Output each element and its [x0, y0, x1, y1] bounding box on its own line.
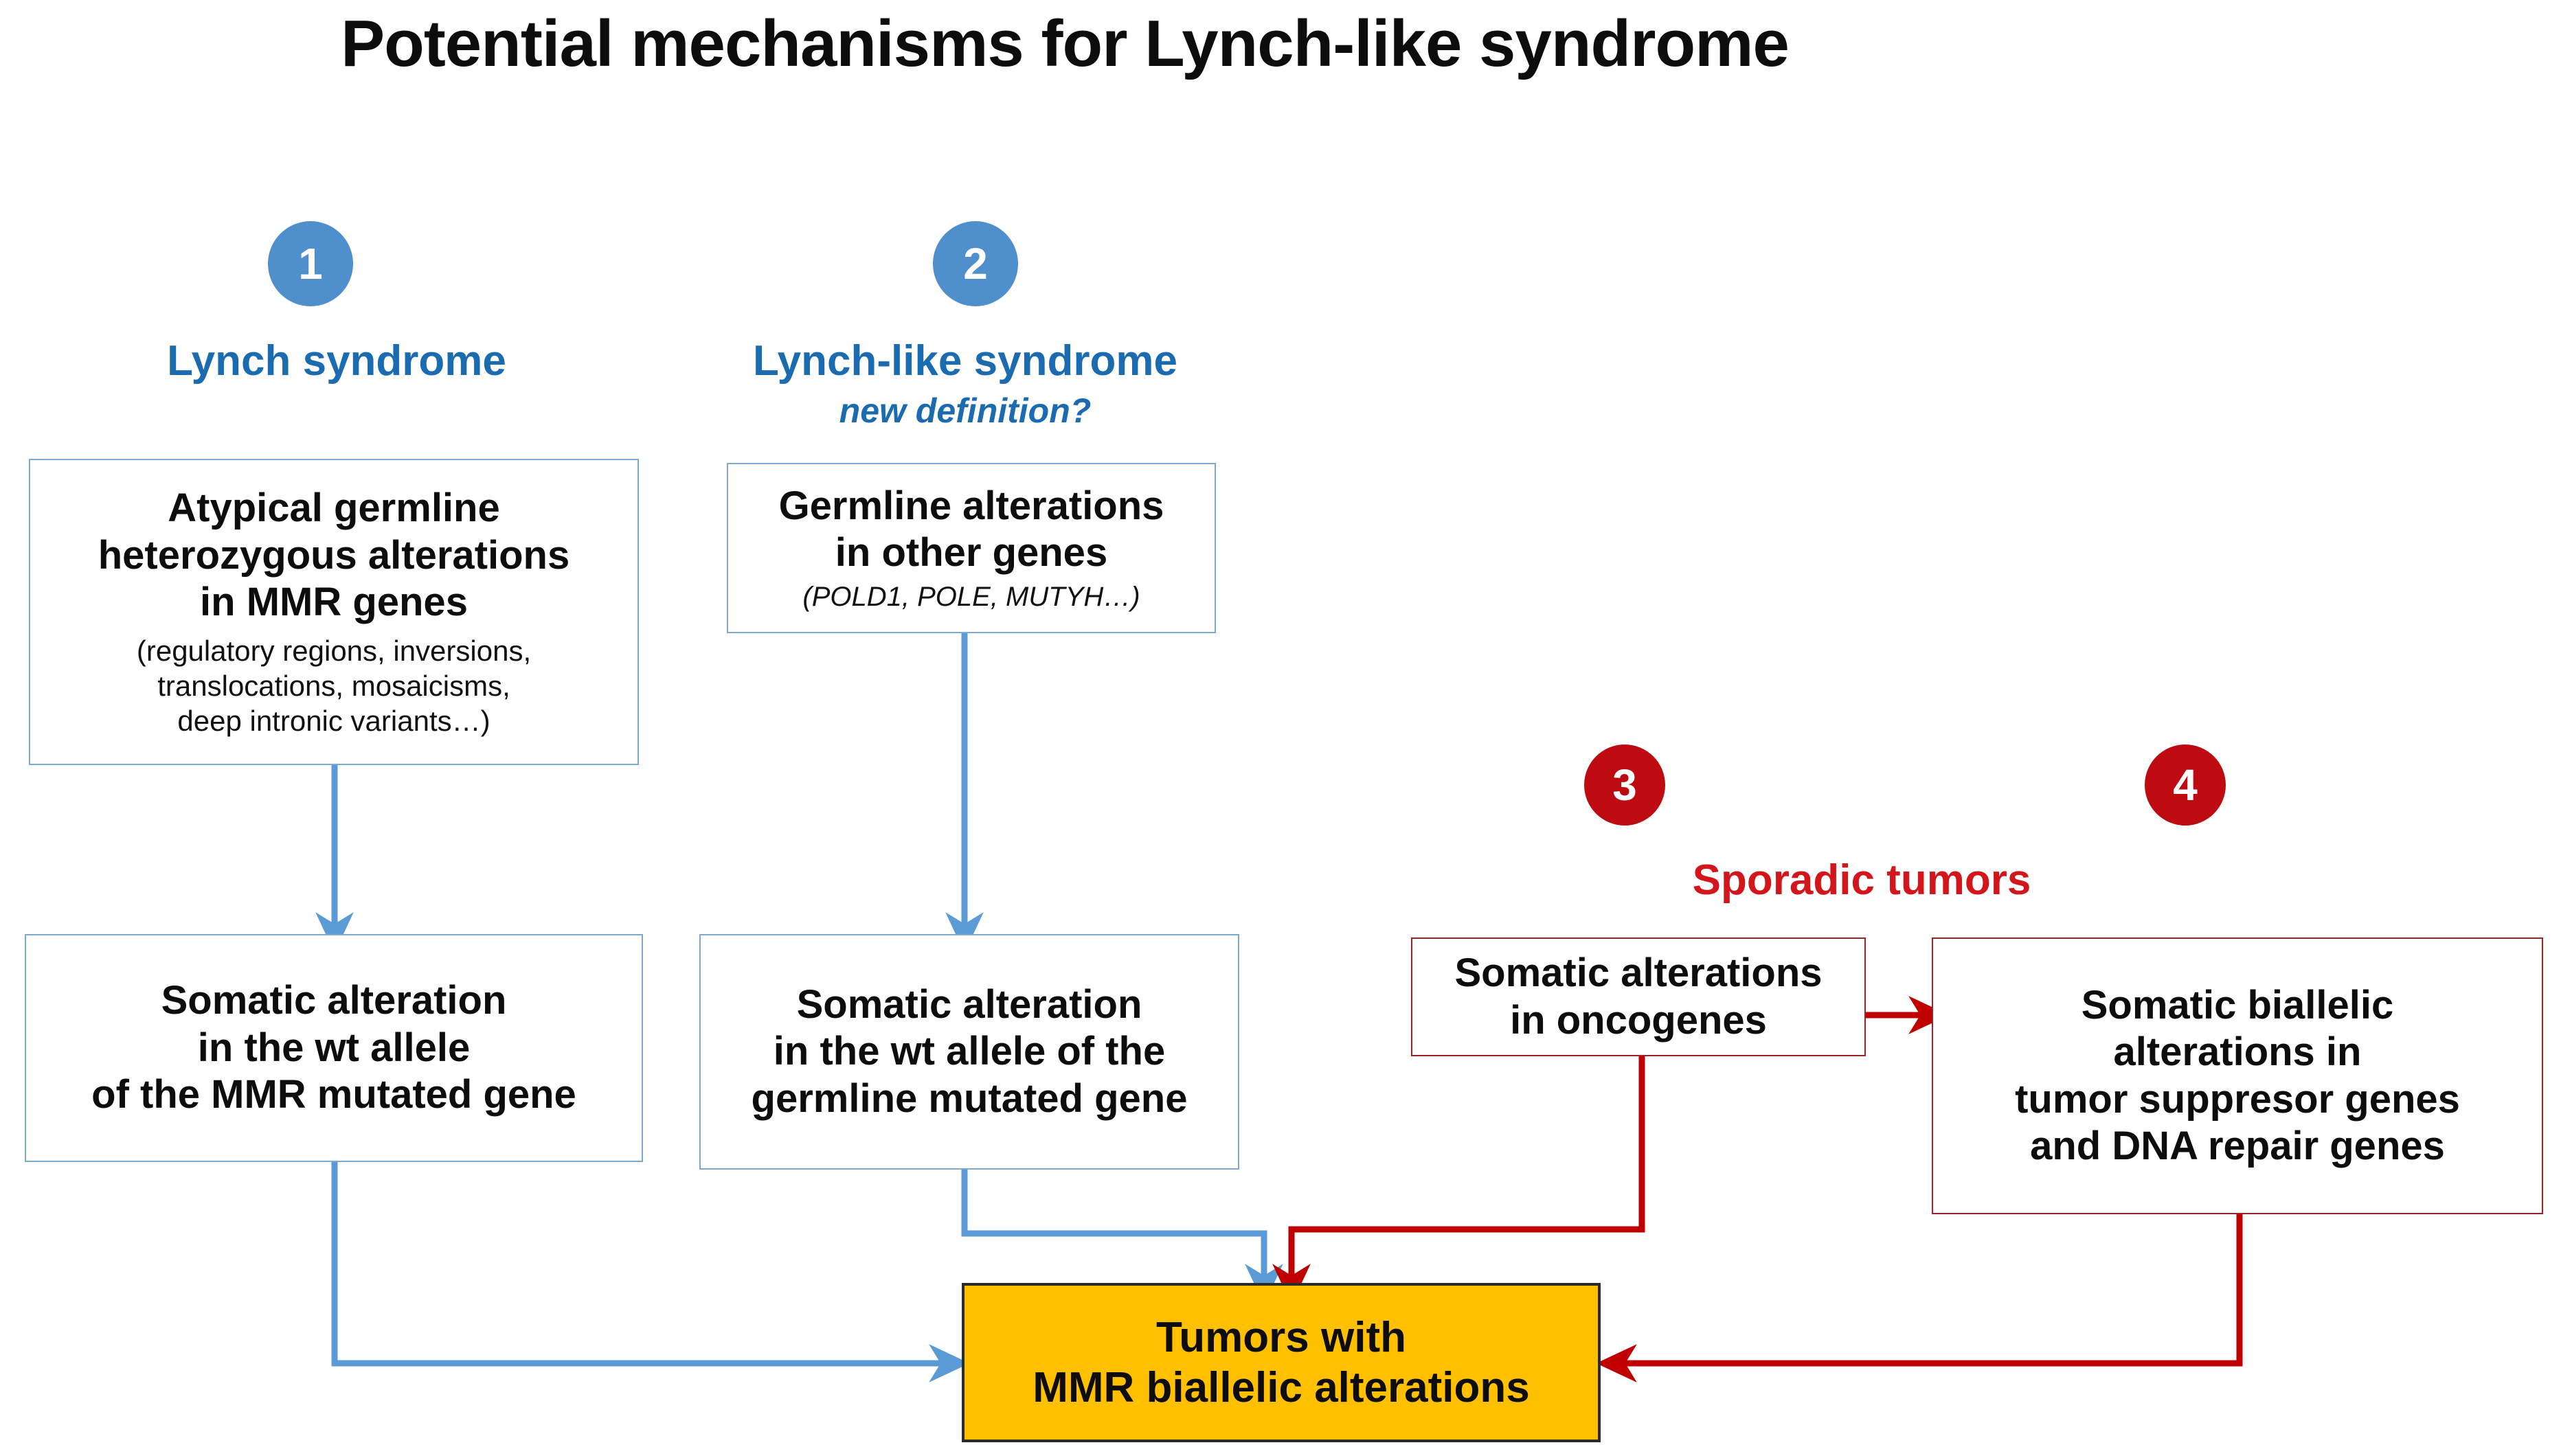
box-somatic-germline-line-2: in the wt allele of the	[773, 1029, 1166, 1074]
page-title: Potential mechanisms for Lynch-like synd…	[341, 7, 1790, 80]
box-germline-mmr-alterations: Atypical germline heterozygous alteratio…	[29, 459, 639, 765]
badge-2-label: 2	[963, 239, 988, 288]
box-somatic-germline-wt-allele: Somatic alteration in the wt allele of t…	[699, 934, 1239, 1170]
box-germline-other-genes: Germline alterations in other genes (POL…	[727, 463, 1216, 633]
heading-sporadic-tumors: Sporadic tumors	[1692, 856, 2031, 904]
box-germline-other-line-2: in other genes	[835, 530, 1108, 575]
badge-3-label: 3	[1612, 760, 1637, 810]
heading-lynch-like-subtitle: new definition?	[839, 391, 1092, 430]
badge-3: 3	[1584, 744, 1665, 826]
box-oncogenes-line-2: in oncogenes	[1510, 997, 1767, 1043]
box-somatic-mmr-line-1: Somatic alteration	[161, 978, 507, 1023]
box-somatic-biallelic-tsg: Somatic biallelic alterations in tumor s…	[1932, 937, 2543, 1214]
box-somatic-mmr-line-2: in the wt allele	[197, 1025, 471, 1070]
box-tumors-line-1: Tumors with	[1156, 1313, 1406, 1361]
box-germline-mmr-line-1: Atypical germline	[168, 486, 500, 531]
box-germline-mmr-note-1: (regulatory regions, inversions,	[136, 634, 532, 667]
box-somatic-alterations-oncogenes: Somatic alterations in oncogenes	[1411, 937, 1866, 1056]
box-biallelic-tsg-line-2: alterations in	[2113, 1030, 2362, 1075]
box-germline-mmr-line-3: in MMR genes	[200, 580, 468, 625]
connector-somatic-mmr-to-tumors	[331, 1162, 970, 1383]
badge-4: 4	[2145, 744, 2226, 826]
box-tumors-mmr-biallelic: Tumors with MMR biallelic alterations	[962, 1283, 1601, 1442]
badge-2: 2	[933, 221, 1018, 306]
box-germline-other-genes-list: (POLD1, POLE, MUTYH…)	[802, 582, 1140, 613]
box-biallelic-tsg-line-3: tumor suppresor genes	[2015, 1076, 2460, 1122]
connector-oncogenes-to-tumors	[1272, 1056, 1645, 1305]
heading-lynch-syndrome: Lynch syndrome	[167, 337, 506, 385]
box-germline-mmr-line-2: heterozygous alterations	[98, 532, 570, 578]
box-biallelic-tsg-line-4: and DNA repair genes	[2030, 1123, 2445, 1168]
box-somatic-germline-line-1: Somatic alteration	[796, 981, 1142, 1027]
box-somatic-mmr-wt-allele: Somatic alteration in the wt allele of t…	[25, 934, 643, 1162]
box-biallelic-tsg-line-1: Somatic biallelic	[2081, 982, 2394, 1027]
badge-1: 1	[268, 221, 353, 306]
badge-4-label: 4	[2173, 760, 2198, 810]
badge-1-label: 1	[298, 239, 323, 288]
box-germline-mmr-note-2: translocations, mosaicisms,	[157, 670, 510, 703]
box-germline-other-line-1: Germline alterations	[778, 483, 1164, 528]
box-somatic-germline-line-3: germline mutated gene	[751, 1076, 1188, 1121]
connector-somatic-germline-to-tumors	[961, 1170, 1283, 1305]
box-somatic-mmr-line-3: of the MMR mutated gene	[91, 1072, 576, 1117]
heading-lynch-like-syndrome: Lynch-like syndrome	[753, 337, 1177, 385]
box-oncogenes-line-1: Somatic alterations	[1454, 951, 1823, 996]
box-tumors-line-2: MMR biallelic alterations	[1033, 1364, 1530, 1411]
box-germline-mmr-note-3: deep intronic variants…)	[177, 705, 490, 738]
connector-biallelic-tsg-to-tumors	[1596, 1214, 2243, 1383]
